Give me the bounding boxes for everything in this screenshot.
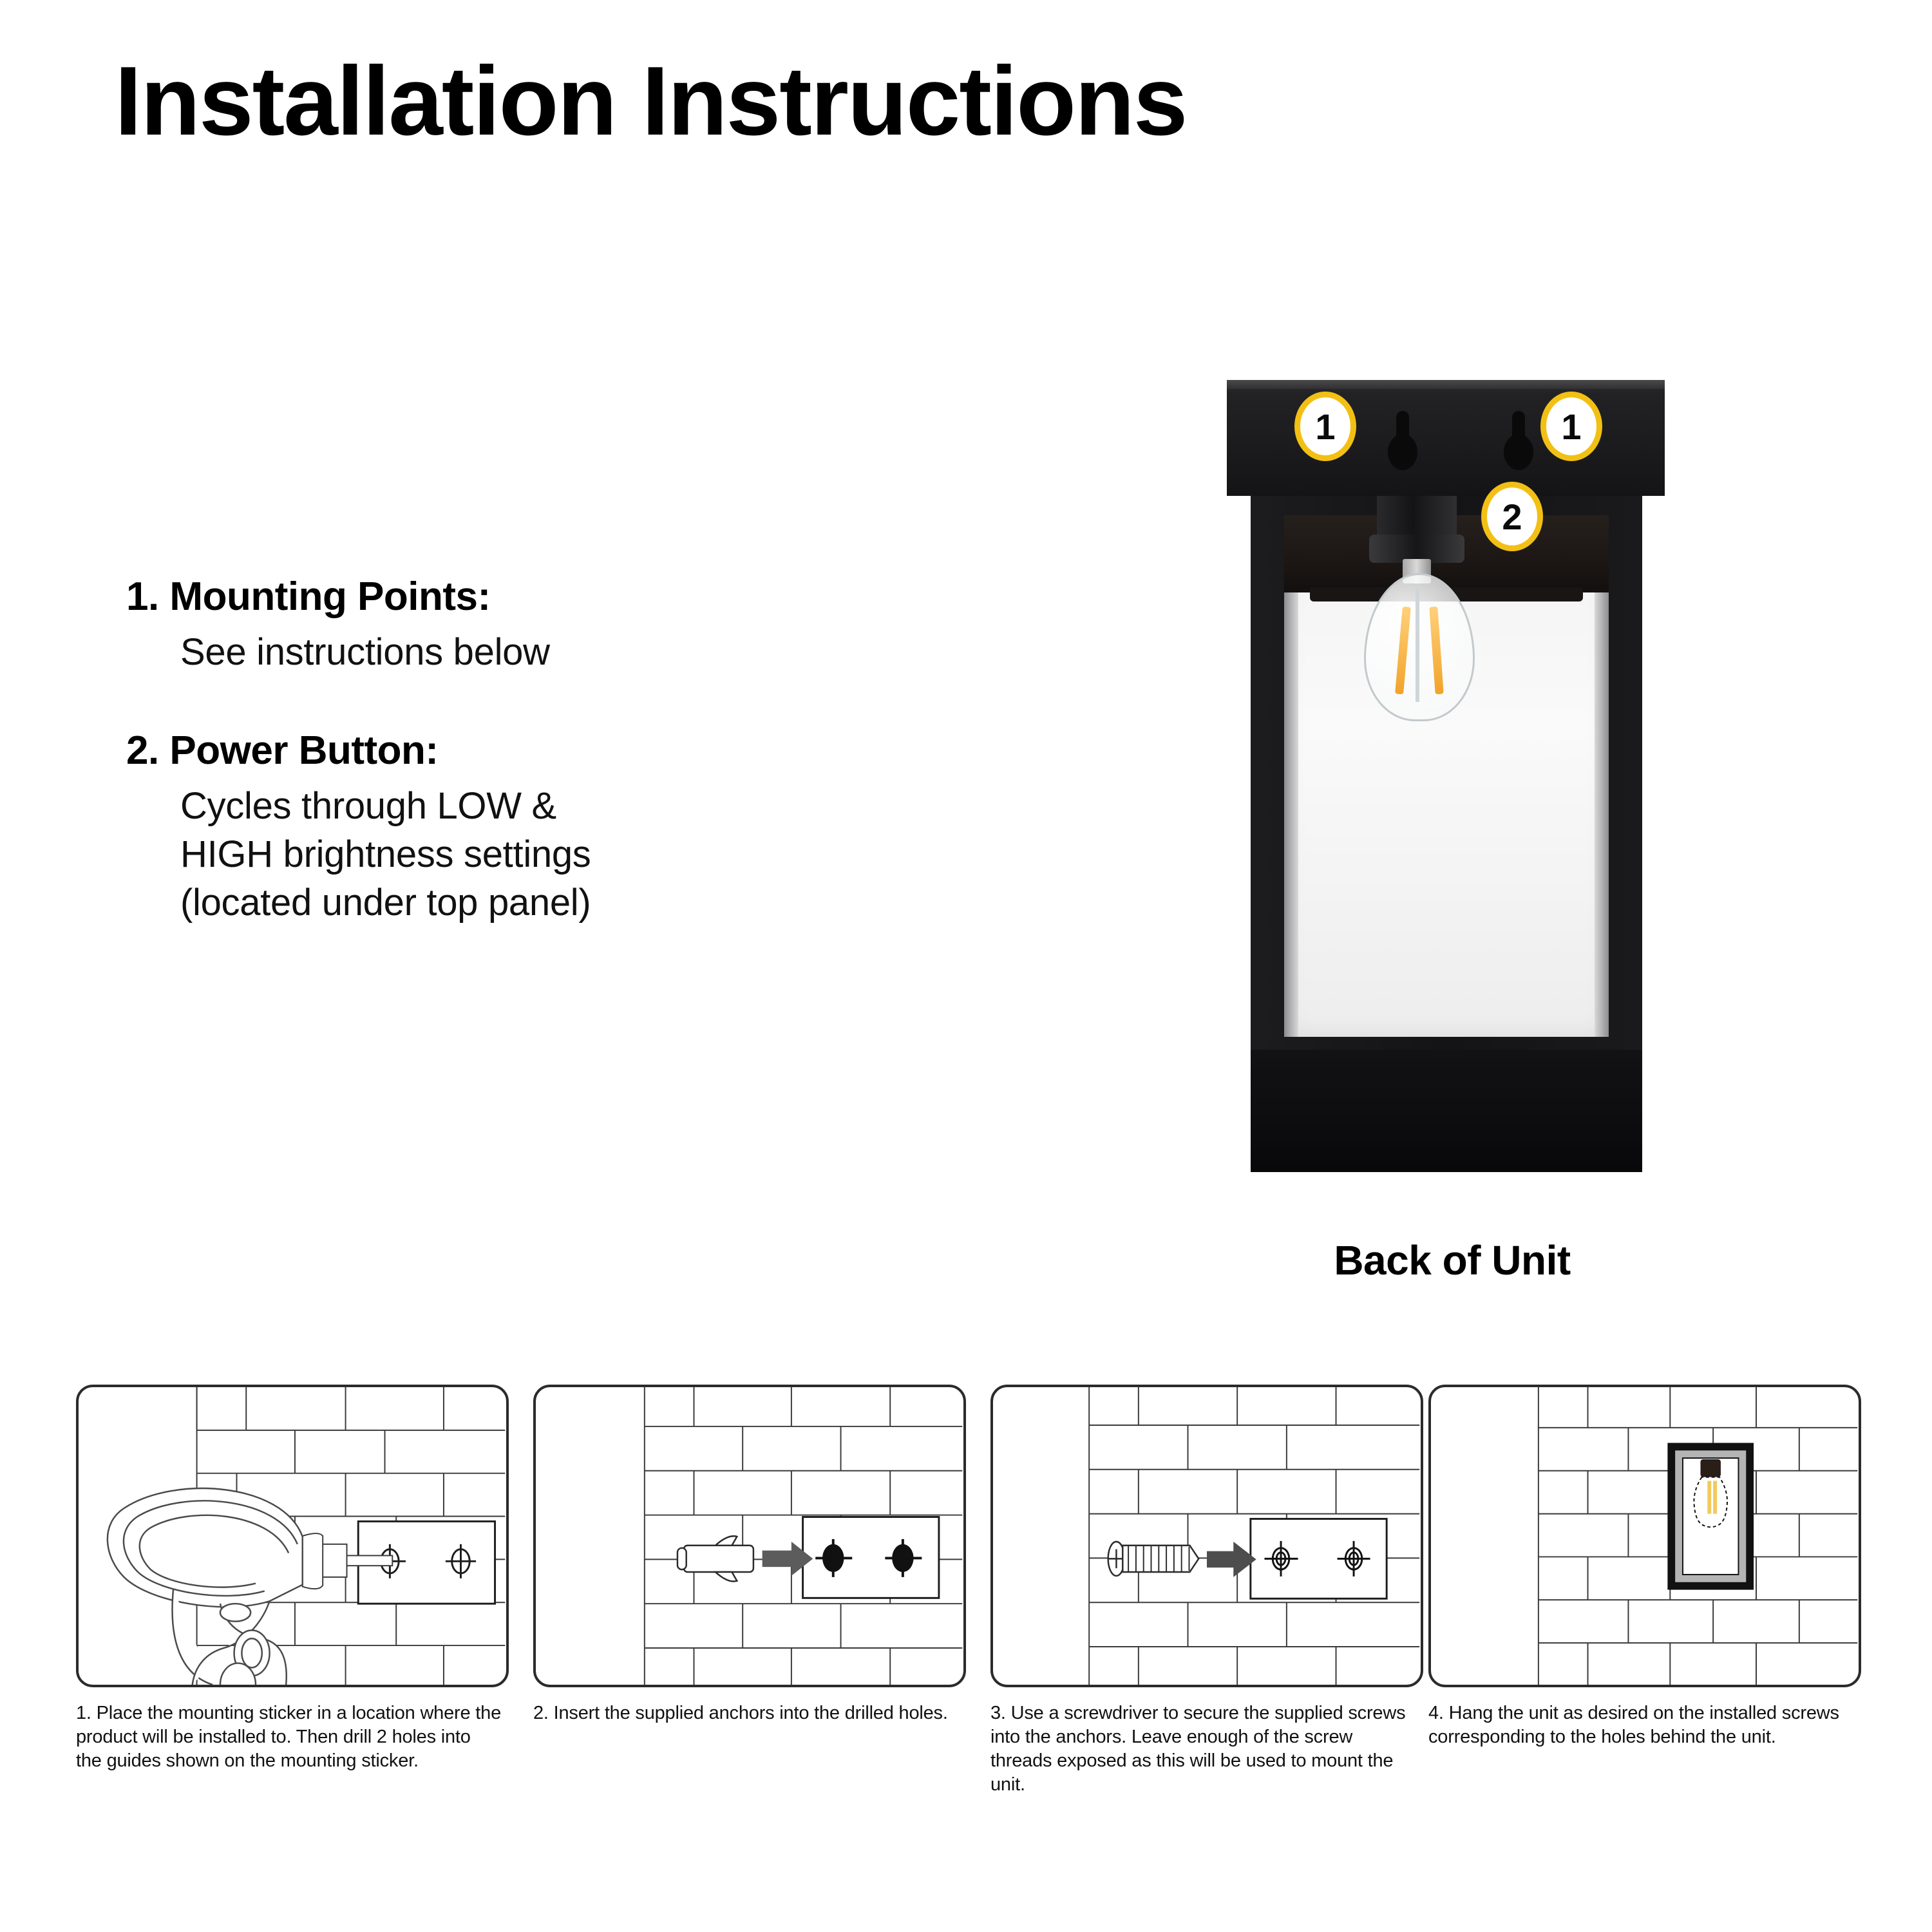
instruction-list: 1. Mounting Points: See instructions bel…: [126, 573, 1041, 978]
mounting-keyhole-right: [1504, 411, 1533, 470]
lantern-base-block: [1251, 1050, 1642, 1172]
keyhole-circle: [1504, 434, 1533, 470]
instruction-heading-1: 1. Mounting Points:: [126, 574, 491, 619]
step-1-caption: 1. Place the mounting sticker in a locat…: [76, 1703, 501, 1772]
callout-badge-2-power-button: 2: [1481, 482, 1543, 551]
lamp-socket-ring: [1369, 535, 1464, 563]
glass-edge-right: [1595, 515, 1609, 1037]
instruction-heading-2: 2. Power Button:: [126, 728, 439, 773]
instruction-block-power-button: 2. Power Button: Cycles through LOW & HI…: [126, 727, 1041, 927]
step-2-caption: 2. Insert the supplied anchors into the …: [533, 1703, 948, 1723]
instruction-line: HIGH brightness settings: [180, 833, 591, 876]
lantern-illustration: [1211, 380, 1681, 1185]
step-3-caption: 3. Use a screwdriver to secure the suppl…: [990, 1703, 1406, 1795]
step-3-illustration: [990, 1385, 1423, 1687]
step-4-caption: 4. Hang the unit as desired on the insta…: [1428, 1703, 1839, 1748]
step-4: 4. Hang the unit as desired on the insta…: [1428, 1385, 1873, 1749]
step-3: 3. Use a screwdriver to secure the suppl…: [990, 1385, 1435, 1797]
instruction-block-mounting-points: 1. Mounting Points: See instructions bel…: [126, 573, 1041, 677]
instruction-body-2: Cycles through LOW & HIGH brightness set…: [126, 782, 1041, 927]
bulb-stem: [1416, 586, 1419, 702]
product-caption: Back of Unit: [1334, 1237, 1571, 1283]
step-2-illustration: [533, 1385, 966, 1687]
step-1-illustration: [76, 1385, 509, 1687]
step-4-illustration: [1428, 1385, 1861, 1687]
step-2: 2. Insert the supplied anchors into the …: [533, 1385, 978, 1725]
instruction-body-1: See instructions below: [126, 628, 1041, 676]
keyhole-circle: [1388, 434, 1417, 470]
callout-badge-1-right: 1: [1540, 392, 1602, 461]
light-bulb: [1364, 573, 1475, 721]
step-panels: 1. Place the mounting sticker in a locat…: [0, 1385, 1932, 1900]
page-title: Installation Instructions: [115, 46, 1188, 156]
product-photo-back-of-unit: [1211, 380, 1681, 1185]
instruction-line: (located under top panel): [180, 882, 591, 924]
mounting-keyhole-left: [1388, 411, 1417, 470]
step-1: 1. Place the mounting sticker in a locat…: [76, 1385, 520, 1773]
instruction-line: See instructions below: [180, 631, 550, 674]
callout-badge-1-left: 1: [1294, 392, 1356, 461]
glass-edge-left: [1284, 515, 1298, 1037]
instruction-line: Cycles through LOW &: [180, 784, 556, 827]
